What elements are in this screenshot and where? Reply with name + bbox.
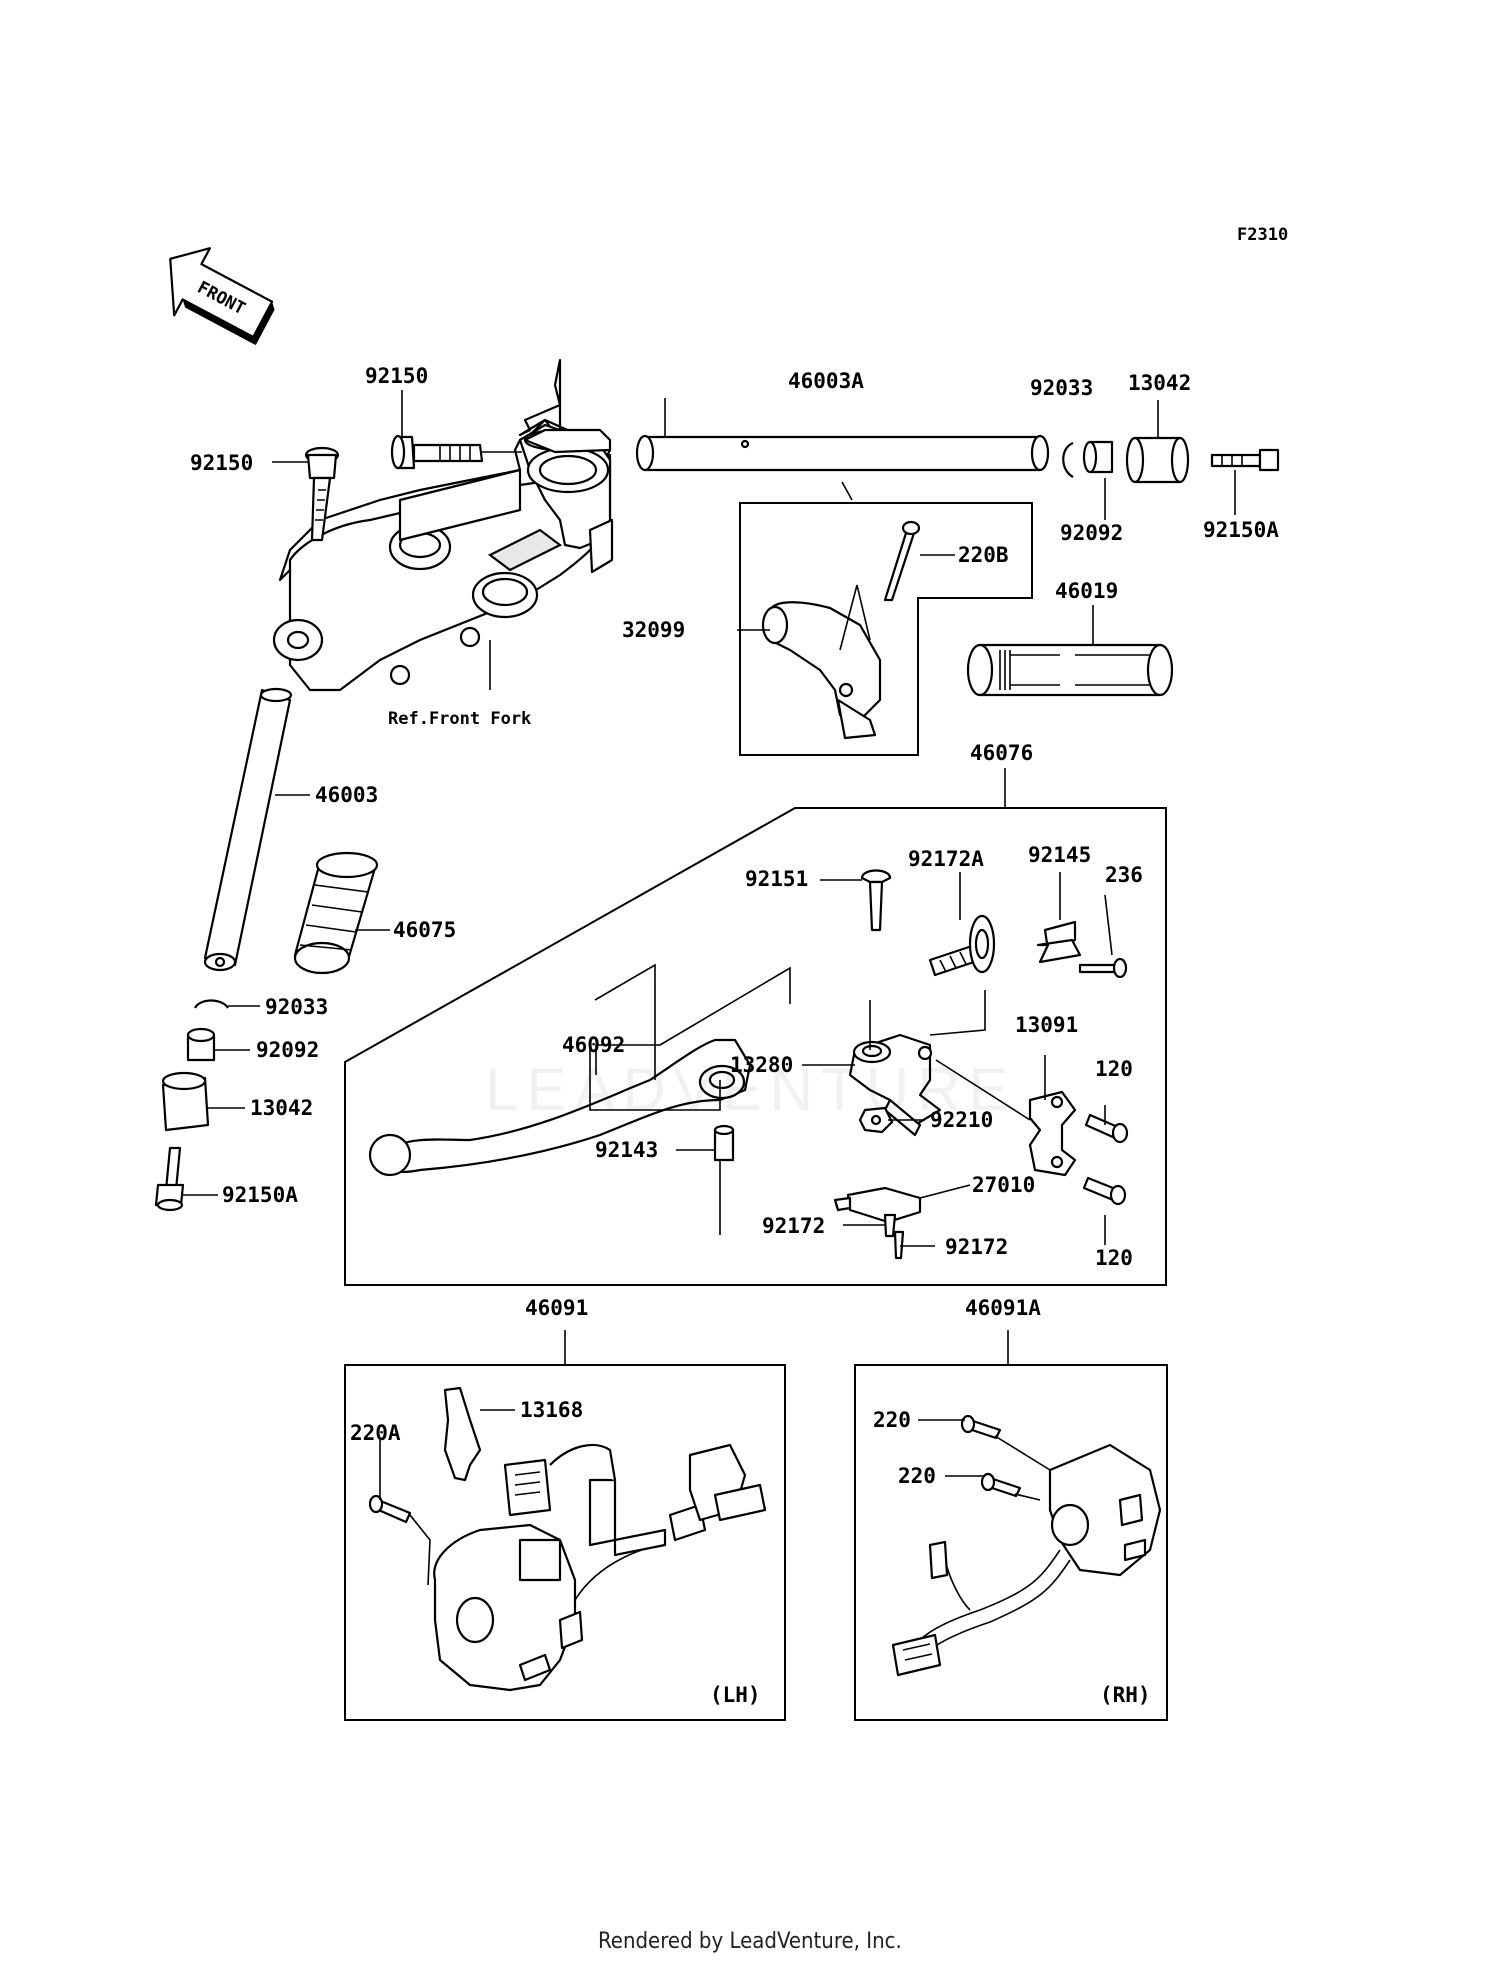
throttle-box-32099	[739, 502, 1033, 756]
callout-46019: 46019	[1055, 579, 1118, 603]
callout-92092-left: 92092	[256, 1038, 319, 1062]
clamp-13091	[1028, 1090, 1077, 1177]
leader-lines	[183, 390, 1236, 1586]
callout-92150A-left: 92150A	[222, 1183, 298, 1207]
rh-side-label: (RH)	[1100, 1683, 1151, 1707]
callout-32099: 32099	[622, 618, 685, 642]
callout-92092-right: 92092	[1060, 521, 1123, 545]
callout-120-top: 120	[1095, 1057, 1133, 1081]
callout-92143: 92143	[595, 1138, 658, 1162]
callout-120-bottom: 120	[1095, 1246, 1133, 1270]
damper-92092-left	[186, 1027, 216, 1062]
callout-46003A: 46003A	[788, 369, 864, 393]
callout-220B: 220B	[958, 543, 1009, 567]
callout-92210: 92210	[930, 1108, 993, 1132]
watermark: LEADVENTURE	[485, 1056, 1016, 1123]
grip-46075	[293, 851, 379, 975]
callout-labels: 92150 92150 46003A 92033 13042 92092 921…	[190, 364, 1279, 1488]
callout-27010: 27010	[972, 1173, 1035, 1197]
callout-13091: 13091	[1015, 1013, 1078, 1037]
bolt-92150A-left	[154, 1146, 185, 1212]
callout-220A: 220A	[350, 1421, 401, 1445]
callout-13042-left: 13042	[250, 1096, 313, 1120]
callout-46003: 46003	[315, 783, 378, 807]
callout-92150-left: 92150	[190, 451, 253, 475]
screw-236	[1078, 957, 1128, 979]
callout-46075: 46075	[393, 918, 456, 942]
handlebar-tube-46003	[203, 687, 293, 972]
throttle-tube-32099	[761, 520, 921, 740]
callout-220-upper: 220	[873, 1408, 911, 1432]
spring-92145	[1036, 920, 1082, 964]
rh-screw-220-upper	[960, 1414, 1002, 1440]
callout-13280: 13280	[730, 1053, 793, 1077]
footer-credit: Rendered by LeadVenture, Inc.	[598, 1929, 902, 1954]
callout-92172-left: 92172	[762, 1214, 825, 1238]
callout-92150-top: 92150	[365, 364, 428, 388]
lever-46092	[368, 1038, 752, 1177]
nut-92210	[858, 1106, 894, 1134]
adjuster-92172A	[928, 914, 996, 977]
rh-switch-housing	[891, 1443, 1162, 1677]
grip-46019	[966, 643, 1174, 697]
rh-switch-box-46091A	[854, 1364, 1168, 1721]
callout-220-lower: 220	[898, 1464, 936, 1488]
callout-92172-right: 92172	[945, 1235, 1008, 1259]
callout-92145: 92145	[1028, 843, 1091, 867]
callout-46091A: 46091A	[965, 1296, 1041, 1320]
circlip-92033-left	[194, 999, 229, 1009]
callout-92033-left: 92033	[265, 995, 328, 1019]
callout-13168: 13168	[520, 1398, 583, 1422]
rh-screw-220-lower	[980, 1472, 1022, 1498]
callout-46091: 46091	[525, 1296, 588, 1320]
bolt-92150A-right	[1210, 448, 1280, 472]
weight-13042-left	[161, 1071, 210, 1132]
callout-46076: 46076	[970, 741, 1033, 765]
bolt-92150-horizontal	[390, 434, 484, 470]
handlebar-tube-46003A	[635, 434, 1050, 472]
weight-13042-right	[1125, 436, 1190, 484]
callout-236: 236	[1105, 863, 1143, 887]
callout-46092: 46092	[562, 1033, 625, 1057]
lh-cover-13168	[443, 1386, 482, 1482]
callout-92033-right: 92033	[1030, 376, 1093, 400]
callout-92151: 92151	[745, 867, 808, 891]
lh-side-label: (LH)	[710, 1683, 761, 1707]
lever-holder-13280	[848, 1033, 942, 1137]
circlip-92033-right	[1062, 441, 1074, 478]
front-arrow-icon: FRONT	[169, 247, 275, 346]
lever-box-46076	[344, 807, 1167, 1286]
callout-92172A: 92172A	[908, 847, 984, 871]
callout-13042-right: 13042	[1128, 371, 1191, 395]
damper-92092-right	[1082, 440, 1114, 474]
ref-front-fork-label: Ref.Front Fork	[388, 709, 531, 729]
bolt-92150-vertical	[304, 446, 340, 542]
pivot-bolt-92151	[860, 869, 892, 932]
diagram-code: F2310	[1237, 225, 1288, 245]
lh-screw-220A	[368, 1494, 412, 1524]
upper-triple-clamp	[272, 358, 614, 692]
lh-switch-housing	[433, 1443, 767, 1692]
bolt-120-lower	[1082, 1176, 1127, 1206]
bolt-120-upper	[1084, 1113, 1129, 1144]
callout-92150A-right: 92150A	[1203, 518, 1279, 542]
switch-27010	[833, 1186, 922, 1260]
